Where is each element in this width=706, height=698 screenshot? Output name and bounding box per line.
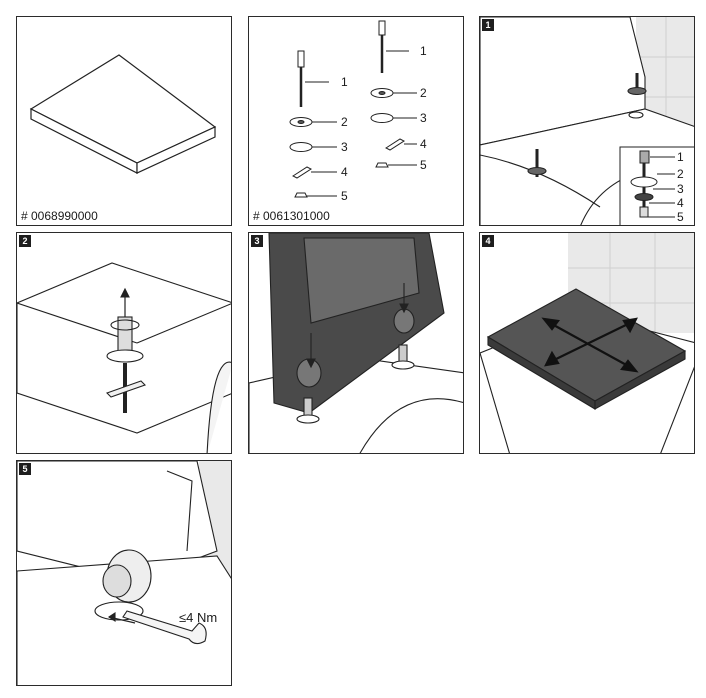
step-number-badge: 1 xyxy=(482,19,494,31)
inset-part-label: 1 xyxy=(677,150,684,164)
step-4-panel: 4 xyxy=(479,232,695,454)
inset-part-label: 2 xyxy=(677,167,684,181)
step-5-panel: 5 ≤4 Nm xyxy=(16,460,232,686)
step-2-illustration xyxy=(17,262,231,453)
part-label: 3 xyxy=(341,140,348,154)
part-label: 1 xyxy=(341,75,348,89)
step-number-badge: 3 xyxy=(251,235,263,247)
step-1-panel: 1 1 2 3 4 5 xyxy=(479,16,695,226)
step-3-illustration xyxy=(249,233,463,453)
step-number-badge: 4 xyxy=(482,235,494,247)
step-1-illustration xyxy=(480,17,694,225)
inset-part-label: 5 xyxy=(677,210,684,224)
seat-illustration xyxy=(29,54,217,174)
step-number-badge: 5 xyxy=(19,463,31,475)
fixing-parts-illustration xyxy=(289,20,417,198)
step-4-illustration xyxy=(480,233,694,453)
part-label: 2 xyxy=(341,115,348,129)
part-label: 4 xyxy=(341,165,348,179)
part-label: 5 xyxy=(420,158,427,172)
torque-annotation: ≤4 Nm xyxy=(179,610,218,625)
inset-part-label: 4 xyxy=(677,196,684,210)
inset-part-label: 3 xyxy=(677,182,684,196)
fixing-parts-panel: 1 2 3 4 5 1 2 3 4 5 # 0061301000 xyxy=(248,16,464,226)
part-label: 5 xyxy=(341,189,348,203)
step-number-badge: 2 xyxy=(19,235,31,247)
part-label: 3 xyxy=(420,111,427,125)
step-2-panel: 2 xyxy=(16,232,232,454)
fixing-set-article-number: # 0061301000 xyxy=(253,209,330,223)
part-label: 1 xyxy=(420,44,427,58)
seat-product-panel: # 0068990000 xyxy=(16,16,232,226)
part-label: 2 xyxy=(420,86,427,100)
part-label: 4 xyxy=(420,137,427,151)
step-3-panel: 3 xyxy=(248,232,464,454)
seat-article-number: # 0068990000 xyxy=(21,209,98,223)
step-5-illustration xyxy=(17,461,231,685)
